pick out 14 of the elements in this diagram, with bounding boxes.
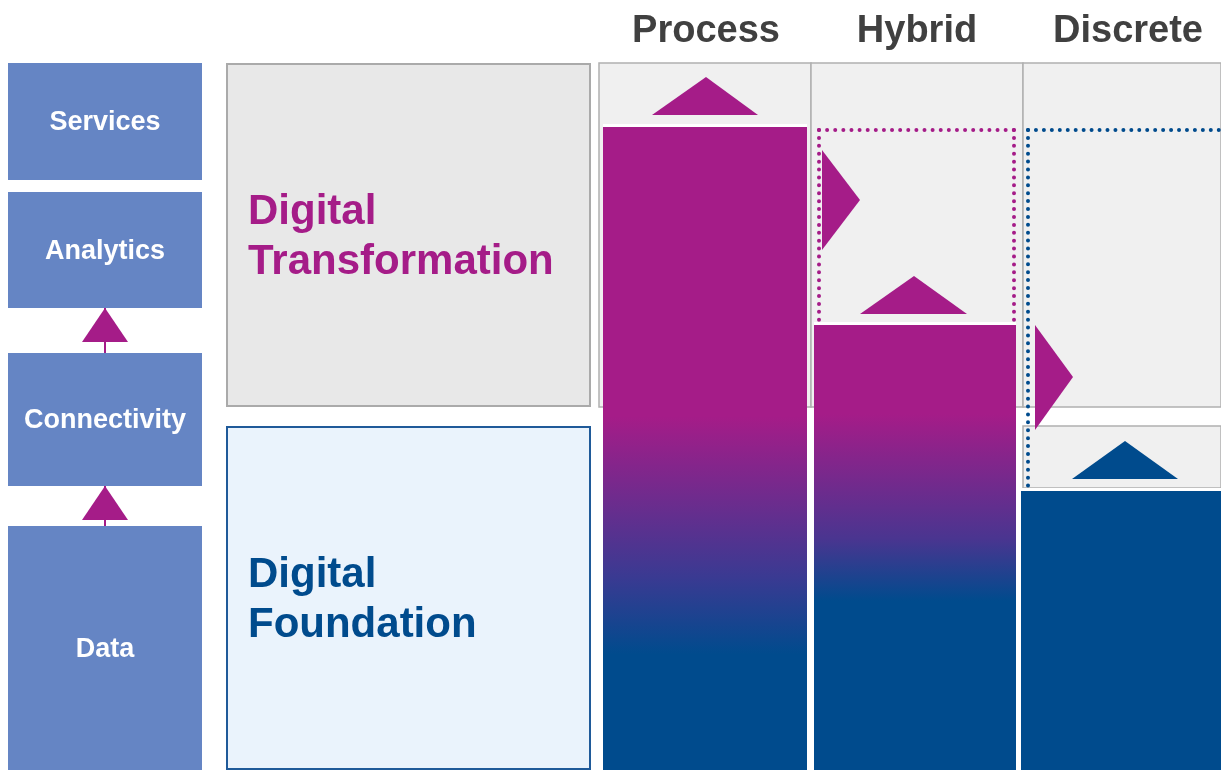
category-panel: Digital Foundation <box>226 426 591 770</box>
column-header: Discrete <box>1052 8 1204 51</box>
solid-bar <box>1021 488 1221 770</box>
category-panel: Digital Transformation <box>226 63 591 407</box>
layer-box: Data <box>8 526 202 770</box>
gradient-bar <box>814 322 1016 770</box>
layer-box: Connectivity <box>8 353 202 486</box>
column-header: Process <box>631 8 781 51</box>
column-header: Hybrid <box>855 8 979 51</box>
arrow <box>82 485 128 527</box>
layer-box: Analytics <box>8 192 202 308</box>
gradient-bar <box>603 124 807 770</box>
arrow <box>82 307 128 354</box>
layer-box: Services <box>8 63 202 180</box>
